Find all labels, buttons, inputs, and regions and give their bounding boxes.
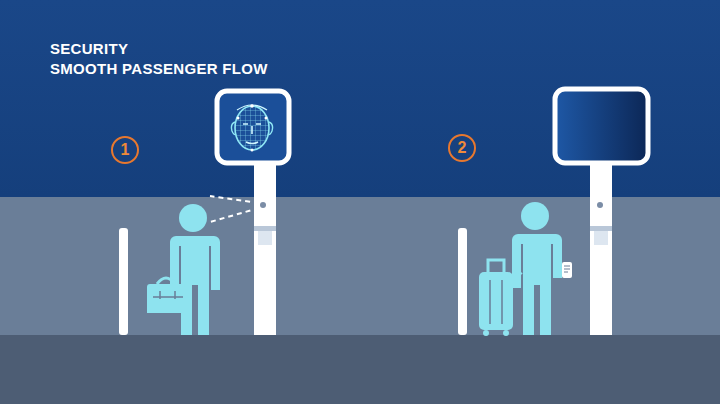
callout-circle: 1	[111, 136, 139, 164]
callout-number: 1	[121, 142, 130, 158]
camera-lens	[260, 202, 266, 208]
phone-boarding-pass	[562, 262, 572, 278]
passenger-2	[479, 202, 562, 336]
callout-number: 2	[458, 140, 467, 156]
callout-circle: 2	[448, 134, 476, 162]
pole-seam	[254, 226, 276, 231]
screen	[555, 89, 648, 163]
pole-seam	[590, 226, 612, 231]
passenger-1	[147, 204, 220, 335]
face-scan	[230, 100, 274, 156]
gate-pole	[254, 160, 276, 335]
gate-rail	[458, 228, 467, 335]
gate-pole	[590, 160, 612, 335]
scan-beam	[210, 196, 259, 222]
heading: SECURITY	[50, 39, 128, 59]
gate-rail	[119, 228, 128, 335]
subheading: SMOOTH PASSENGER FLOW	[50, 59, 268, 79]
pole-joint	[594, 231, 608, 245]
camera-lens	[597, 202, 603, 208]
pole-joint	[258, 231, 272, 245]
bottom-band	[0, 335, 720, 404]
screen	[217, 91, 289, 163]
